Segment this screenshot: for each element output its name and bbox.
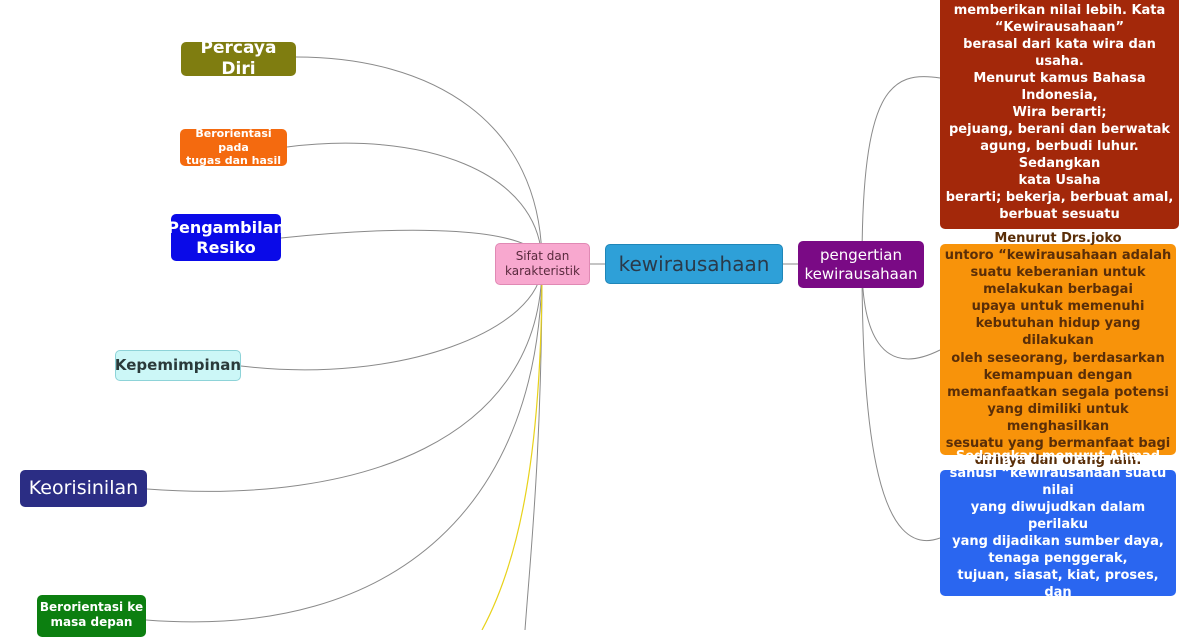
trait-node-keorisinilan[interactable]: Keorisinilan bbox=[20, 470, 147, 507]
pengertian-node[interactable]: pengertian kewirausahaan bbox=[798, 241, 924, 288]
trait-node-pengambilan-resiko[interactable]: Pengambilan Resiko bbox=[167, 214, 285, 261]
definition-node-1[interactable]: melakukan sesuatu yang baru dengan cara … bbox=[940, 0, 1179, 229]
sifat-karakteristik-node[interactable]: Sifat dan karakteristik bbox=[495, 243, 590, 285]
definition-text: melakukan sesuatu yang baru dengan cara … bbox=[945, 0, 1174, 222]
connector-sifat-highlight bbox=[481, 263, 543, 630]
connector-pengertian-def1 bbox=[861, 76, 941, 265]
definition-node-3[interactable]: Sedangkan menurut Ahmad sanusi “kewiraus… bbox=[940, 449, 1176, 617]
definition-node-2[interactable]: Menurut Drs.joko untoro “kewirausahaan a… bbox=[940, 231, 1176, 468]
trait-label: Percaya Diri bbox=[200, 37, 277, 79]
central-topic-label: kewirausahaan bbox=[618, 251, 770, 276]
connector-pengertian-def3 bbox=[861, 263, 941, 541]
trait-label: Keorisinilan bbox=[28, 476, 139, 499]
trait-node-tugas-hasil[interactable]: Berorientasi pada tugas dan hasil bbox=[180, 126, 287, 168]
trait-node-masa-depan[interactable]: Berorientasi ke masa depan bbox=[37, 595, 146, 637]
definition-text: Menurut Drs.joko untoro “kewirausahaan a… bbox=[944, 231, 1172, 468]
connector-sifat-tugas-hasil bbox=[286, 142, 543, 265]
connector-sifat-kepemimpinan bbox=[240, 263, 543, 371]
trait-label: Pengambilan Resiko bbox=[167, 217, 285, 257]
connector-sifat-keorisinilan bbox=[146, 263, 543, 492]
definition-text: Sedangkan menurut Ahmad sanusi “kewiraus… bbox=[949, 448, 1167, 618]
connector-sifat-percaya-diri bbox=[295, 56, 543, 265]
connector-sifat-masa-depan bbox=[145, 263, 543, 623]
trait-label: Berorientasi ke masa depan bbox=[39, 600, 144, 629]
trait-label: Kepemimpinan bbox=[114, 356, 242, 375]
trait-node-kepemimpinan[interactable]: Kepemimpinan bbox=[115, 350, 241, 381]
central-topic-node[interactable]: kewirausahaan bbox=[605, 244, 783, 284]
trait-node-percaya-diri[interactable]: Percaya Diri bbox=[181, 38, 296, 79]
pengertian-label: pengertian kewirausahaan bbox=[804, 245, 918, 283]
sifat-karakteristik-label: Sifat dan karakteristik bbox=[505, 249, 580, 278]
trait-label: Berorientasi pada tugas dan hasil bbox=[185, 126, 282, 168]
